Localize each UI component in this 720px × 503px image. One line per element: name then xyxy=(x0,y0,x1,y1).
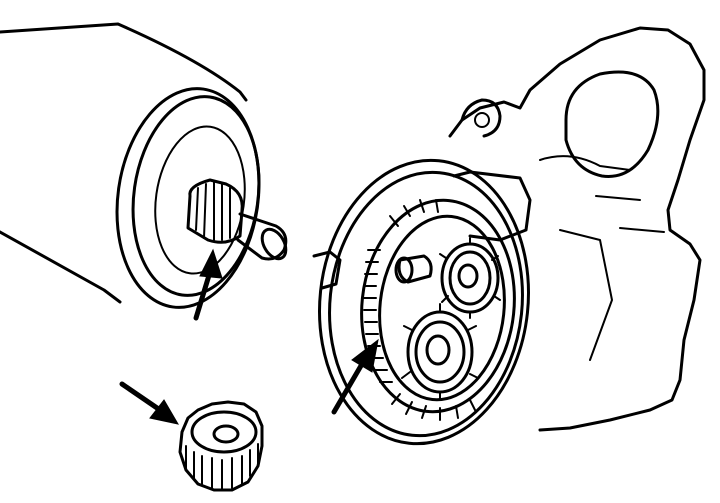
planet-gear-upper xyxy=(439,237,501,319)
arrow-to-loose-gear xyxy=(119,381,180,425)
planet-gear-lower xyxy=(401,303,479,401)
loose-gear xyxy=(178,400,264,492)
shaft-pinion xyxy=(186,178,288,261)
motor-housing xyxy=(0,22,261,309)
arrow-to-ring-gear xyxy=(331,338,379,415)
arrow-to-pinion xyxy=(193,248,223,321)
ring-gear-teeth xyxy=(363,199,477,421)
gear-housing xyxy=(312,26,706,446)
